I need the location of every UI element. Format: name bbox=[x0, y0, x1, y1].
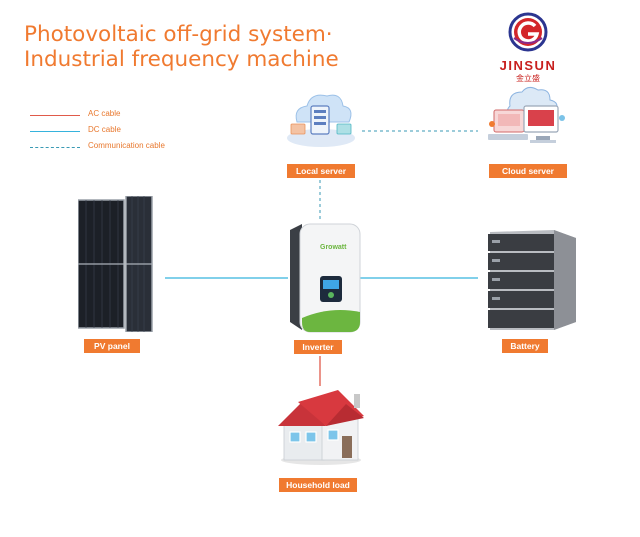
pv-panel-icon bbox=[77, 195, 153, 333]
inverter-label: Inverter bbox=[294, 340, 342, 354]
cloud-server-node bbox=[484, 84, 570, 154]
cloud-server-icon bbox=[488, 86, 565, 143]
legend-label-comm: Communication cable bbox=[88, 141, 165, 150]
dc-line-swatch bbox=[30, 131, 80, 132]
comm-line-swatch bbox=[30, 147, 80, 148]
legend-label-dc: DC cable bbox=[88, 125, 121, 134]
ac-line-swatch bbox=[30, 115, 80, 116]
house-icon bbox=[278, 390, 364, 465]
logo-subtitle: 金立盛 bbox=[516, 74, 540, 83]
inverter-brand: Growatt bbox=[320, 244, 347, 251]
title-line-1: Photovoltaic off-grid system· bbox=[24, 22, 333, 47]
battery-label: Battery bbox=[502, 339, 548, 353]
pv-panel-node bbox=[77, 195, 154, 333]
battery-node bbox=[484, 226, 580, 334]
inverter-node: Growatt bbox=[284, 222, 362, 336]
diagram-title: Photovoltaic off-grid system· Industrial… bbox=[24, 22, 339, 72]
local-server-icon bbox=[287, 94, 355, 147]
local-server-label: Local server bbox=[287, 164, 355, 178]
title-line-2: Industrial frequency machine bbox=[24, 47, 339, 72]
legend-label-ac: AC cable bbox=[88, 109, 121, 118]
household-load-label: Household load bbox=[279, 478, 357, 492]
jinsun-logo: JINSUN 金立盛 bbox=[488, 12, 568, 83]
household-load-node bbox=[276, 386, 366, 466]
pv-panel-label: PV panel bbox=[84, 339, 140, 353]
logo-brand: JINSUN bbox=[499, 58, 557, 73]
cloud-server-label: Cloud server bbox=[489, 164, 567, 178]
battery-icon bbox=[488, 230, 576, 330]
local-server-node bbox=[283, 88, 359, 150]
logo-emblem-icon bbox=[508, 12, 548, 52]
inverter-icon bbox=[290, 223, 361, 333]
